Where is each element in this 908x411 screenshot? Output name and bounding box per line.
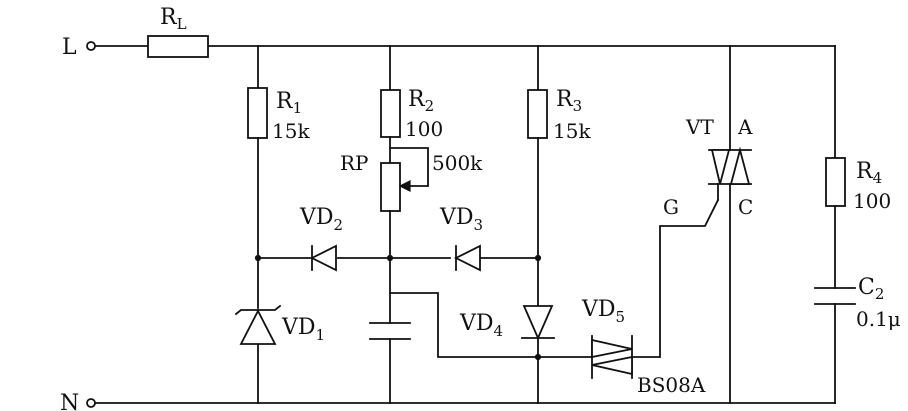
r3-name: R [556,87,574,112]
vt-gate: G [663,195,679,219]
vd1-name: VD [281,315,316,340]
r2-label: R2 [408,87,434,115]
rp-value: 500k [432,151,483,175]
junction-258 [254,254,262,262]
potentiometer-rp [380,162,401,212]
vd5-name: VD [581,297,616,322]
diode-vd2 [309,244,337,272]
branch-r1-vd1 [234,45,282,404]
vd2-sub: 2 [334,216,344,234]
resistor-rl [147,35,209,58]
r1-name: R [276,89,294,114]
triac-vt [708,45,752,404]
vt-anode: A [737,115,753,139]
vt-name: VT [685,115,714,139]
junction-390 [386,254,394,262]
vd4-sub: 4 [494,322,504,340]
rp-name: RP [340,151,369,175]
diac-vd5 [591,335,633,379]
r1-sub: 1 [293,99,303,117]
diode-vd3 [453,244,481,272]
wiper-arrow [398,180,411,192]
resistor-r2 [380,89,401,138]
vd2-label: VD2 [299,205,343,234]
r2-value: 100 [405,117,443,141]
r3-sub: 3 [573,97,583,115]
c2-name: C [858,275,875,300]
branch-r3-vd4 [521,45,555,404]
rl-sub: L [177,15,187,33]
r4-value: 100 [853,189,891,213]
vd3-name: VD [439,205,474,230]
diode-bridge-row [254,244,542,272]
vd4-name: VD [459,311,494,336]
vd1-label: VD1 [281,315,325,344]
vd1-sub: 1 [316,326,326,344]
vd5-part: BS08A [637,373,706,397]
terminal-n-node [86,398,96,408]
vd3-sub: 3 [474,216,484,234]
c2-value: 0.1μ [856,307,901,331]
capacitor-c2 [814,287,856,305]
capacitor-c1 [369,322,411,340]
resistor-r3 [527,89,548,139]
rl-name: R [160,5,178,30]
r3-label: R3 [556,87,582,115]
branch-r2-rp-c [369,45,429,404]
r4-sub: 4 [873,169,883,187]
trigger-path [389,198,720,379]
terminal-l-label: L [62,35,77,60]
resistor-r4 [825,157,846,207]
branch-r4-c2 [814,45,856,404]
resistor-r1 [247,87,268,139]
vd5-label: VD5 [581,297,625,326]
c2-sub: 2 [875,285,885,303]
vd4-label: VD4 [459,311,503,340]
r3-value: 15k [553,119,591,143]
diode-vd4 [521,305,555,341]
r4-label: R4 [856,159,882,187]
vd2-name: VD [299,205,334,230]
r2-name: R [408,87,426,112]
c2-label: C2 [858,275,884,303]
vd5-sub: 5 [616,308,626,326]
zener-vd1 [234,304,282,345]
rl-label: RL [160,5,187,33]
r1-value: 15k [272,119,310,143]
vt-cathode: C [738,195,753,219]
r4-name: R [856,159,874,184]
r2-sub: 2 [425,97,435,115]
terminal-l-node [86,41,96,51]
vd3-label: VD3 [439,205,483,234]
r1-label: R1 [276,89,302,117]
terminal-n-label: N [60,391,79,411]
